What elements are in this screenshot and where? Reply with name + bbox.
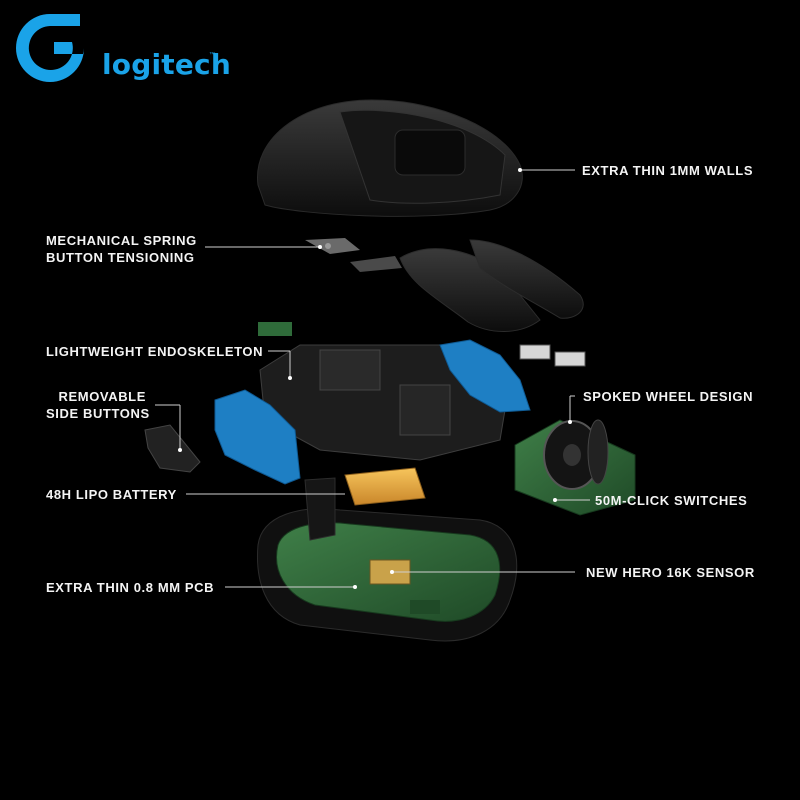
callout-endoskeleton: LIGHTWEIGHT ENDOSKELETON — [46, 344, 264, 359]
battery-part — [344, 467, 426, 506]
top-shell — [257, 99, 523, 217]
button-pcb — [519, 344, 586, 367]
top-buttons — [399, 239, 584, 332]
side-button-part — [144, 424, 201, 473]
blue-side-frame — [214, 339, 531, 485]
logitech-g-icon — [16, 14, 84, 82]
callout-walls: EXTRA THIN 1MM WALLS — [582, 163, 754, 178]
callout-wheel: SPOKED WHEEL DESIGN — [583, 389, 754, 404]
callout-side-line1: REMOVABLE — [58, 389, 146, 404]
trademark-symbol: ™ — [209, 52, 215, 58]
callout-switches: 50M-CLICK SWITCHES — [595, 493, 748, 508]
wheel-and-switches — [514, 419, 636, 516]
spring-mechanism — [305, 238, 402, 272]
logitech-wordmark: logitech — [102, 48, 231, 81]
callout-side-line2: SIDE BUTTONS — [46, 406, 150, 421]
bottom-shell-with-pcb — [257, 477, 518, 642]
callout-sensor: NEW HERO 16K SENSOR — [586, 565, 755, 580]
logitech-logo: logitech ™ — [10, 8, 231, 88]
callout-spring-line2: BUTTON TENSIONING — [46, 250, 195, 265]
endoskeleton — [258, 322, 511, 461]
callout-pcb: EXTRA THIN 0.8 MM PCB — [46, 580, 215, 595]
callout-spring-line1: MECHANICAL SPRING — [46, 233, 197, 248]
callout-lines — [155, 168, 590, 589]
callout-battery: 48H LIPO BATTERY — [46, 487, 177, 502]
